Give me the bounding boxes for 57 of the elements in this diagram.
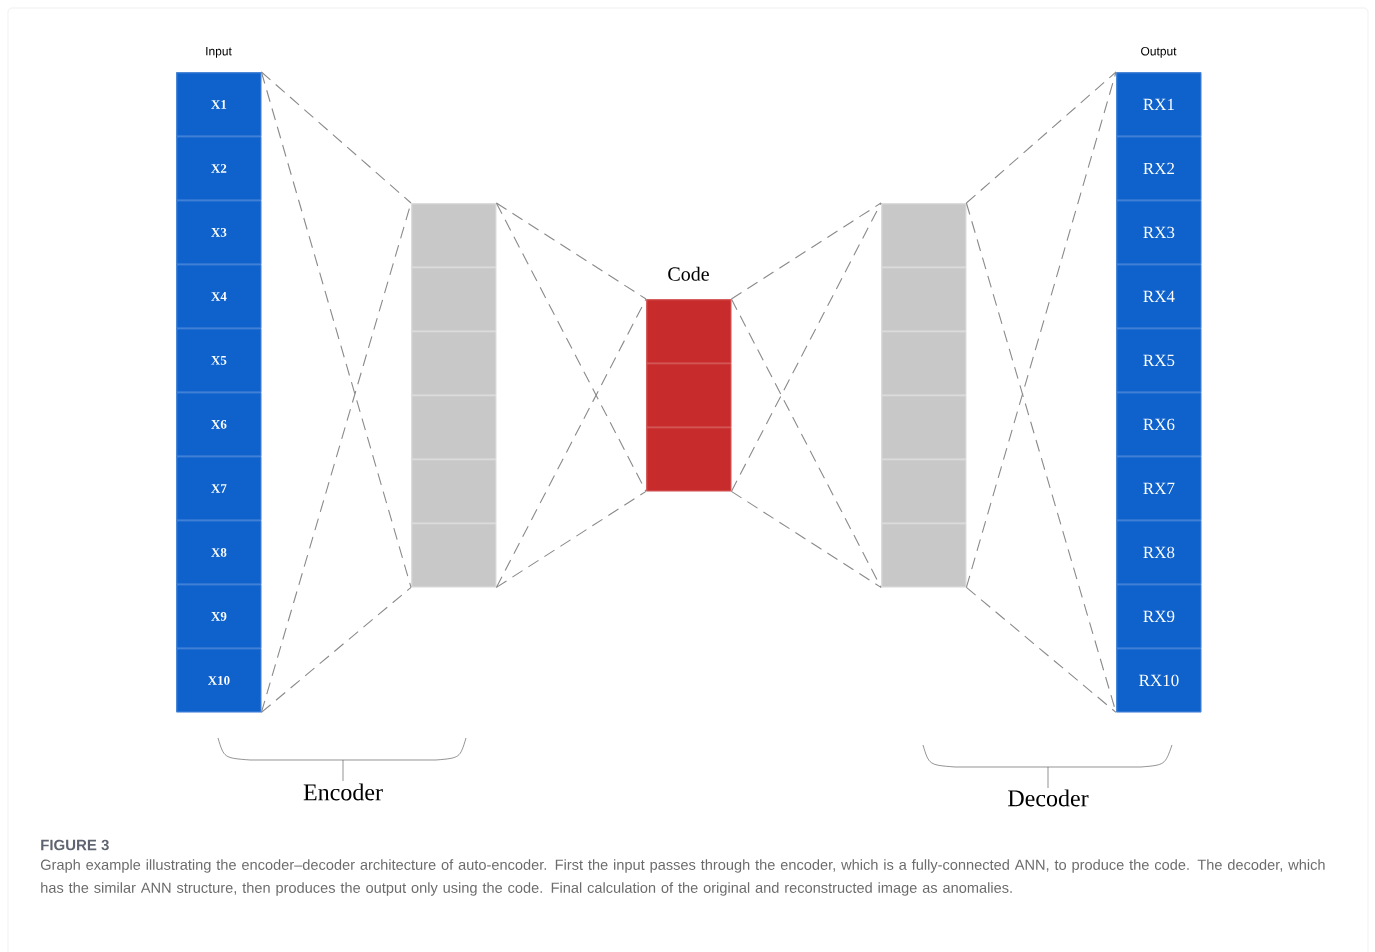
neuron-cell: RX4 — [1116, 264, 1202, 329]
neuron-cell — [411, 459, 497, 524]
dashed-connector — [260, 202, 412, 713]
node-label: Output — [1141, 46, 1177, 58]
neuron-cell — [881, 203, 967, 268]
dashed-connector — [730, 298, 882, 588]
neuron-cell: X8 — [176, 520, 262, 585]
neuron-cell: RX9 — [1116, 584, 1202, 649]
neuron-cell: RX2 — [1116, 136, 1202, 201]
dashed-connector — [260, 586, 412, 713]
dashed-connector — [495, 202, 647, 492]
dashed-connector — [730, 202, 882, 300]
neuron-cell — [411, 395, 497, 460]
neuron-cell: RX1 — [1116, 72, 1202, 137]
dashed-connector — [965, 71, 1117, 588]
neuron-cell — [411, 331, 497, 396]
neuron-cell: X1 — [176, 72, 262, 137]
neuron-cell: X3 — [176, 200, 262, 265]
brace-label: Encoder — [303, 783, 383, 801]
neuron-cell: X10 — [176, 648, 262, 713]
neuron-cell: RX5 — [1116, 328, 1202, 393]
neuron-cell: RX7 — [1116, 456, 1202, 521]
neuron-cell — [881, 267, 967, 332]
neuron-cell: X2 — [176, 136, 262, 201]
caption: Graph example illustrating the encoder–decoder architecture of auto-encoder. First the input passes through the encoder, which is a fully-connected ANN, to produce the code. The decoder, which has the similar ANN structure, then produces the output only using the code. Final calculation of the original and reconstructed image as anomalies. — [40, 859, 1325, 896]
neuron-cell: RX10 — [1116, 648, 1202, 713]
neuron-cell: RX3 — [1116, 200, 1202, 265]
neuron-cell — [646, 299, 732, 364]
neuron-cell: X4 — [176, 264, 262, 329]
dashed-connector — [730, 202, 882, 492]
neuron-cell: X9 — [176, 584, 262, 649]
node-label: Code — [668, 266, 709, 281]
neuron-cell — [411, 203, 497, 268]
neuron-cell — [881, 331, 967, 396]
brace-label: Decoder — [1008, 789, 1089, 807]
neuron-cell — [411, 267, 497, 332]
neuron-cell — [411, 523, 497, 588]
neuron-cell: X7 — [176, 456, 262, 521]
dashed-connector — [260, 71, 412, 588]
dashed-connector — [495, 298, 647, 588]
neuron-cell: RX6 — [1116, 392, 1202, 457]
dashed-connector — [260, 71, 412, 204]
neuron-cell — [881, 459, 967, 524]
neuron-cell: RX8 — [1116, 520, 1202, 585]
neuron-cell — [646, 427, 732, 492]
dashed-connector — [495, 490, 647, 588]
dashed-connector — [495, 202, 647, 300]
dashed-connector — [965, 586, 1117, 713]
figure-number: FIGURE 3 — [41, 839, 109, 851]
neuron-cell — [881, 395, 967, 460]
dashed-connector — [965, 71, 1117, 204]
node-label: Input — [206, 47, 232, 58]
neuron-cell — [646, 363, 732, 428]
neuron-cell — [881, 523, 967, 588]
dashed-connector — [730, 490, 882, 588]
neuron-cell: X5 — [176, 328, 262, 393]
neuron-cell: X6 — [176, 392, 262, 457]
